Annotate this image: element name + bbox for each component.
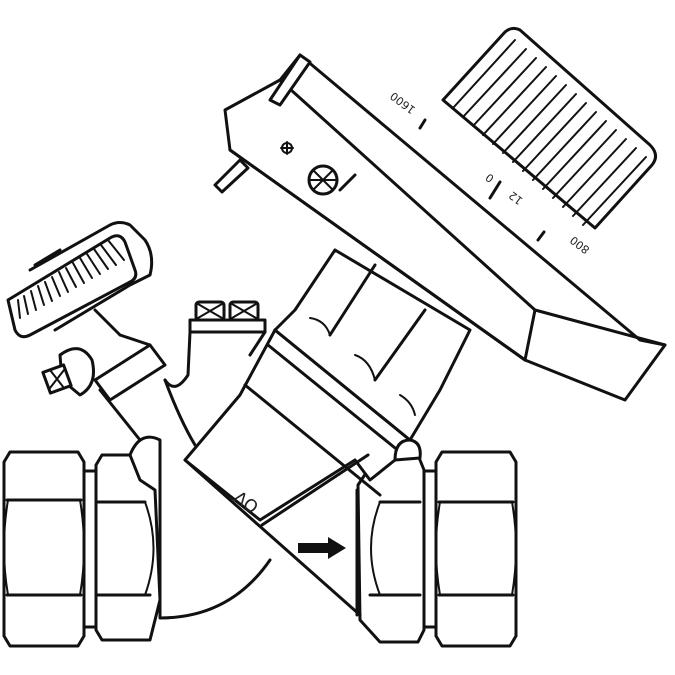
- right-inner-hex-nut: [356, 453, 426, 644]
- test-port-cap: [6, 221, 154, 339]
- scale-label-1600: 1600: [388, 89, 418, 116]
- screw-symbol-icon: [280, 141, 294, 155]
- lock-wheel-icon: [307, 164, 339, 196]
- flow-direction-arrow-icon: [298, 537, 346, 559]
- vent-plug: [163, 300, 267, 388]
- indicator-pin: [213, 158, 250, 194]
- test-port: [41, 308, 167, 402]
- scale-label-800: 800: [568, 233, 593, 256]
- right-outer-hex-nut: [434, 450, 518, 648]
- scale-label-12: 12: [506, 188, 525, 207]
- bonnet: [183, 248, 472, 527]
- scale-label-0: 0: [483, 170, 496, 185]
- junction-bolt: [393, 438, 422, 462]
- left-inner-hex-nut: [94, 453, 162, 642]
- left-outer-hex-nut: [2, 450, 86, 648]
- handwheel-housing: [213, 53, 667, 402]
- ribbed-handwheel: [441, 26, 657, 230]
- right-ring: [422, 469, 438, 629]
- left-ring: [82, 469, 98, 629]
- valve-body: [98, 378, 362, 620]
